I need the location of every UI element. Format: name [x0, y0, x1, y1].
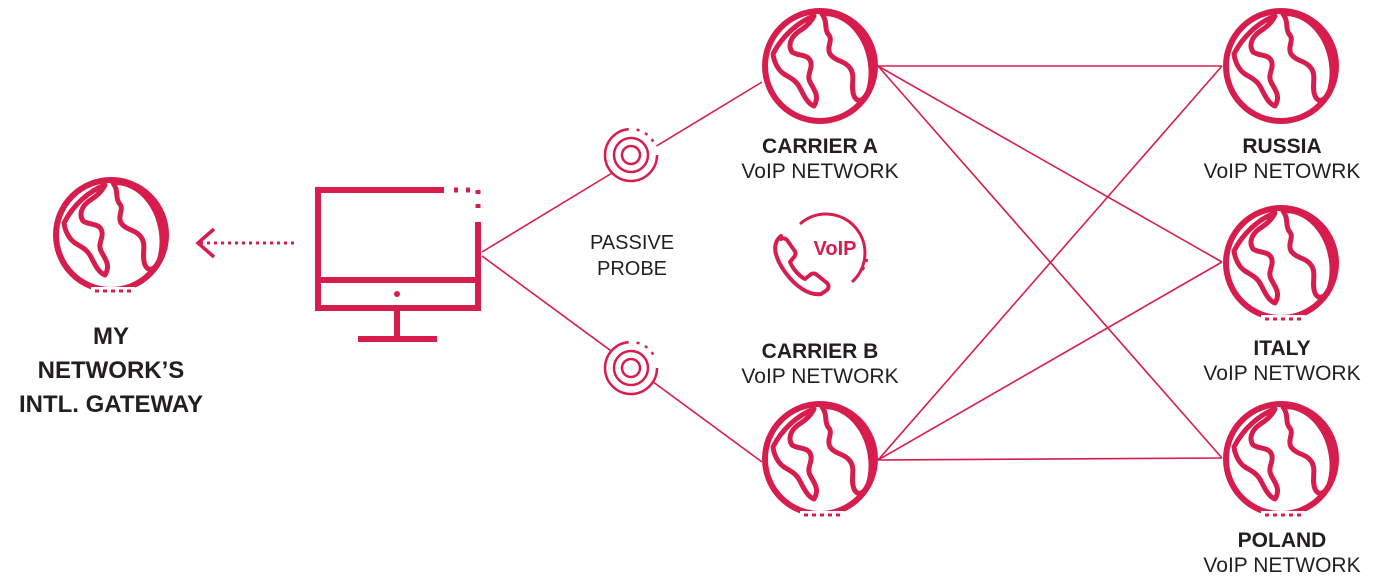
voip-badge-text: VoIP	[814, 238, 857, 260]
poland-subtitle: VoIP NETWORK	[1203, 554, 1361, 577]
carrier-b-subtitle: VoIP NETWORK	[741, 365, 899, 388]
carrier-a-subtitle: VoIP NETWORK	[741, 160, 899, 183]
gateway-label-line1: MY	[93, 323, 129, 350]
arrow-left-icon	[195, 227, 296, 259]
poland-globe-icon	[1226, 404, 1336, 519]
carrier-a-title: CARRIER A	[762, 135, 878, 158]
link-a-italy	[877, 65, 1223, 263]
passive-probe-line2: PROBE	[596, 258, 668, 280]
probe-bottom-icon	[603, 340, 659, 396]
russia-subtitle: VoIP NETOWRK	[1203, 160, 1361, 183]
passive-probe-line1: PASSIVE	[589, 232, 675, 254]
russia-globe-icon	[1226, 11, 1336, 121]
gateway-globe-icon	[56, 180, 166, 295]
carrier-b-globe-icon	[765, 404, 875, 519]
link-b-poland	[877, 457, 1223, 461]
carrier-a-label: CARRIER A VoIP NETWORK	[720, 134, 920, 184]
voip-badge: VoIP	[773, 212, 869, 297]
italy-title: ITALY	[1253, 337, 1311, 360]
russia-title: RUSSIA	[1242, 135, 1322, 158]
poland-label: POLAND VoIP NETWORK	[1186, 528, 1378, 578]
link-b-italy	[877, 261, 1223, 461]
phone-icon	[773, 234, 831, 297]
gateway-label-line2: NETWORK’S	[37, 357, 185, 384]
probe-top-icon	[603, 127, 659, 183]
carrier-b-label: CARRIER B VoIP NETWORK	[720, 339, 920, 389]
connection-lines	[481, 65, 1223, 463]
russia-label: RUSSIA VoIP NETOWRK	[1186, 134, 1378, 184]
carrier-b-title: CARRIER B	[761, 340, 879, 363]
italy-label: ITALY VoIP NETWORK	[1186, 336, 1378, 386]
link-b-russia	[877, 65, 1223, 461]
passive-probe-label: PASSIVE PROBE	[570, 230, 694, 282]
monitor-icon	[315, 187, 481, 342]
italy-subtitle: VoIP NETWORK	[1203, 362, 1361, 385]
poland-title: POLAND	[1237, 529, 1327, 552]
gateway-label-line3: INTL. GATEWAY	[18, 391, 203, 418]
carrier-a-globe-icon	[765, 11, 875, 121]
gateway-label: MY NETWORK’S INTL. GATEWAY	[0, 320, 222, 422]
italy-globe-icon	[1226, 208, 1336, 323]
